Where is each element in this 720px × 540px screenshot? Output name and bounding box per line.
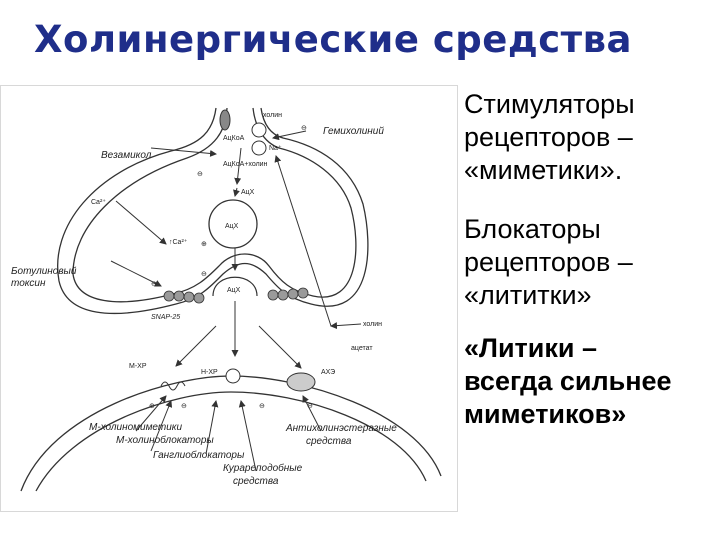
label-ach-vesicle: АцХ <box>225 223 239 230</box>
minus-mark: ⊖ <box>151 281 157 288</box>
cholinergic-synapse-diagram: холин АцКоА Na⁺ Гемихолиний Везамикол Ац… <box>0 85 458 512</box>
label-ahe: АХЭ <box>321 369 335 376</box>
ach-vesicle <box>208 199 258 249</box>
label-gemiholinii: Гемихолиний <box>323 126 384 137</box>
label-mhr: М-ХР <box>129 363 147 370</box>
label-snap: SNAP-25 <box>151 314 180 321</box>
receptors <box>160 368 316 392</box>
minus-mark: ⊖ <box>307 403 313 410</box>
label-acoa: АцКоА <box>223 135 245 142</box>
label-acoa-holin: АцКоА+холин <box>223 161 268 168</box>
label-botulinum-1: Ботулиновый <box>11 266 77 277</box>
label-acetat: ацетат <box>351 345 373 352</box>
note-stimulators: Стимуляторы рецепторов – «миметики». <box>464 89 635 185</box>
label-m-blockers: М-холиноблокаторы <box>116 434 214 446</box>
label-holin-right: холин <box>363 321 382 328</box>
note-conclusion: «Литики – всегда сильнее миметиков» <box>464 333 672 429</box>
label-nhr: Н-ХР <box>201 369 218 376</box>
minus-mark: ⊖ <box>181 403 187 410</box>
side-notes: Стимуляторы рецепторов – «миметики». Бло… <box>464 88 720 431</box>
choline-transporter <box>219 109 267 156</box>
label-m-mimetics: М-холиномиметики <box>89 422 182 433</box>
note-blockers: Блокаторы рецепторов – «лититки» <box>464 214 633 310</box>
slide-title: Холинергические средства <box>34 18 632 61</box>
release-vesicle <box>212 276 258 297</box>
plus-mark: ⊕ <box>149 403 155 410</box>
label-ca-int: ↑Ca²⁺ <box>169 239 188 246</box>
arrows <box>110 130 362 472</box>
label-antiche-1: Антихолинэстеразные <box>285 423 397 434</box>
snare-proteins <box>163 287 309 304</box>
label-antiche-2: средства <box>306 436 352 447</box>
label-ach-release: АцХ <box>227 287 241 294</box>
label-curare-2: средства <box>233 476 279 487</box>
label-ach-small: АцХ <box>241 189 255 196</box>
label-botulinum-2: токсин <box>11 278 46 289</box>
plus-mark: ⊕ <box>201 241 207 248</box>
minus-mark: ⊖ <box>201 271 207 278</box>
minus-mark: ⊖ <box>197 171 203 178</box>
label-curare-1: Курареподобные <box>223 462 303 474</box>
minus-mark: ⊖ <box>259 403 265 410</box>
label-ganglio: Ганглиоблокаторы <box>153 449 245 461</box>
label-na: Na⁺ <box>269 145 282 152</box>
label-vezamikol: Везамикол <box>101 150 152 161</box>
minus-mark: ⊖ <box>301 125 307 132</box>
label-holin-top: холин <box>263 112 282 119</box>
label-ca-ext: Ca²⁺ <box>91 199 106 206</box>
